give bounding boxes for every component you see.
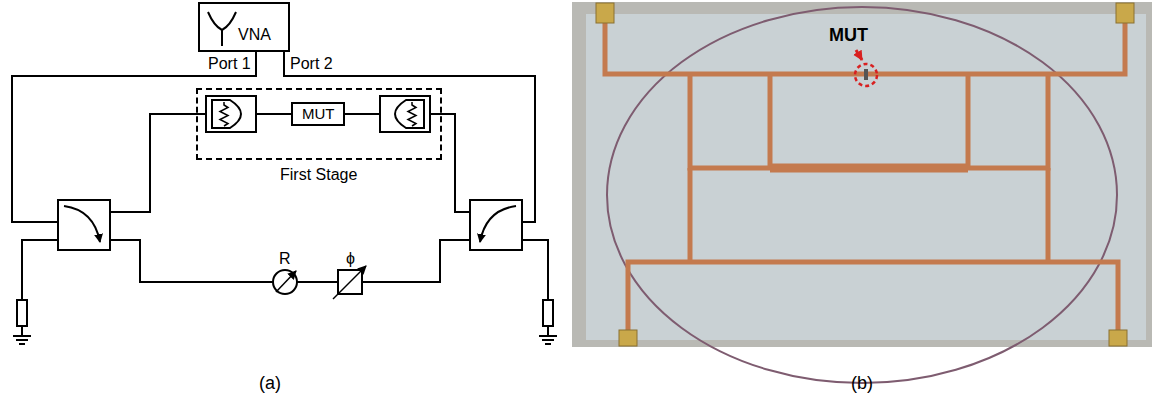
circuit-wires — [12, 12, 557, 344]
component-label: ϕ — [346, 250, 355, 268]
port-label: Port 2 — [290, 55, 333, 73]
board-photo — [572, 2, 1152, 383]
component-label: R — [279, 250, 291, 268]
wire — [430, 114, 470, 212]
wire — [256, 113, 291, 115]
wire — [110, 114, 206, 212]
node-text: MUT — [302, 106, 335, 123]
instrument-box: VNA — [198, 2, 290, 52]
wire — [22, 240, 58, 300]
wire — [297, 281, 338, 283]
port-label: Port 1 — [208, 55, 251, 73]
hybrid-symbol — [380, 96, 430, 132]
phase-shifter-arrow — [333, 266, 366, 299]
resistor-symbol — [220, 102, 228, 126]
copper-traces — [605, 20, 1125, 336]
hybrid-shape — [212, 100, 241, 128]
port1-wire — [12, 52, 256, 222]
sma-connector — [1109, 330, 1127, 346]
hybrid-symbol — [206, 96, 256, 132]
termination-resistor — [543, 300, 553, 326]
panel-label: (a) — [259, 374, 281, 394]
device-box: MUT — [291, 102, 345, 126]
sma-connector — [619, 330, 637, 346]
callout-label: MUT — [829, 26, 868, 46]
wire — [345, 113, 380, 115]
attenuator-symbol — [273, 270, 297, 294]
mut-highlight — [855, 64, 877, 86]
hybrid-shape — [395, 100, 424, 128]
sma-connector — [1116, 3, 1134, 23]
coupler-arrow — [480, 206, 516, 242]
background-circle — [607, 7, 1117, 383]
ground-symbol — [539, 326, 557, 344]
port2-wire — [284, 52, 535, 222]
ground-symbol — [13, 326, 31, 344]
pcb-substrate — [586, 14, 1146, 340]
attenuator-arrow — [276, 271, 296, 292]
termination-resistor — [17, 300, 27, 326]
coupler-symbol — [470, 200, 522, 250]
coupler-arrow — [64, 206, 100, 242]
node-text: First Stage — [280, 166, 357, 184]
callout-arrow — [856, 50, 862, 60]
mut-component — [864, 69, 868, 80]
wire — [110, 240, 273, 282]
sma-connector — [596, 3, 614, 23]
antenna-symbol — [208, 12, 236, 46]
panel-label: (b) — [851, 374, 873, 394]
photo-background — [572, 2, 1152, 347]
stage-group: First StageMUT — [196, 88, 442, 160]
wire — [362, 240, 470, 282]
resistor-symbol — [408, 102, 416, 126]
wire — [522, 240, 548, 300]
node-text: VNA — [238, 26, 271, 44]
coupler-symbol — [58, 200, 110, 250]
